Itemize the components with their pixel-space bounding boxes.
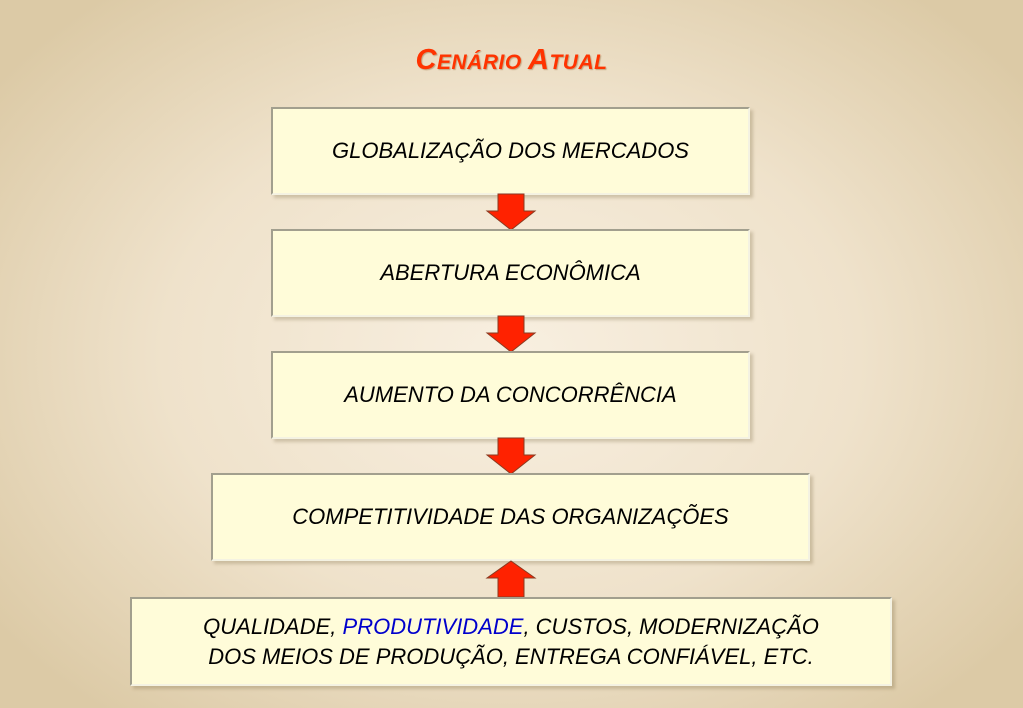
- box-label-globalizacao: GLOBALIZAÇÃO DOS MERCADOS: [332, 138, 689, 164]
- fatores-line1-end: , CUSTOS, MODERNIZAÇÃO: [523, 613, 819, 639]
- arrow-down-icon: [485, 315, 537, 353]
- fatores-produtividade: PRODUTIVIDADE: [342, 613, 524, 639]
- box-globalizacao-dos-mercados: GLOBALIZAÇÃO DOS MERCADOS: [271, 107, 750, 195]
- arrow-down-icon: [485, 437, 537, 475]
- box-label-abertura: ABERTURA ECONÔMICA: [380, 260, 641, 286]
- box-competitividade-das-organizacoes: COMPETITIVIDADE DAS ORGANIZAÇÕES: [211, 473, 810, 561]
- title-initial-c: C: [415, 44, 437, 76]
- box-fatores-text: QUALIDADE, PRODUTIVIDADE, CUSTOS, MODERN…: [203, 612, 819, 672]
- fatores-line2: DOS MEIOS DE PRODUÇÃO, ENTREGA CONFIÁVEL…: [208, 643, 814, 669]
- arrow-up-icon: [485, 560, 537, 598]
- box-label-competitividade: COMPETITIVIDADE DAS ORGANIZAÇÕES: [292, 504, 729, 530]
- box-abertura-economica: ABERTURA ECONÔMICA: [271, 229, 750, 317]
- title-word-atual: TUAL: [549, 51, 608, 74]
- box-fatores-competitividade: QUALIDADE, PRODUTIVIDADE, CUSTOS, MODERN…: [130, 597, 892, 686]
- title-initial-a: A: [528, 44, 550, 76]
- arrow-down-icon: [485, 193, 537, 231]
- box-label-concorrencia: AUMENTO DA CONCORRÊNCIA: [344, 382, 677, 408]
- title-word-cenario: ENÁRIO: [436, 51, 522, 74]
- box-aumento-da-concorrencia: AUMENTO DA CONCORRÊNCIA: [271, 351, 750, 439]
- fatores-line1-start: QUALIDADE,: [203, 613, 343, 639]
- page-title: CENÁRIO ATUAL: [0, 44, 1023, 77]
